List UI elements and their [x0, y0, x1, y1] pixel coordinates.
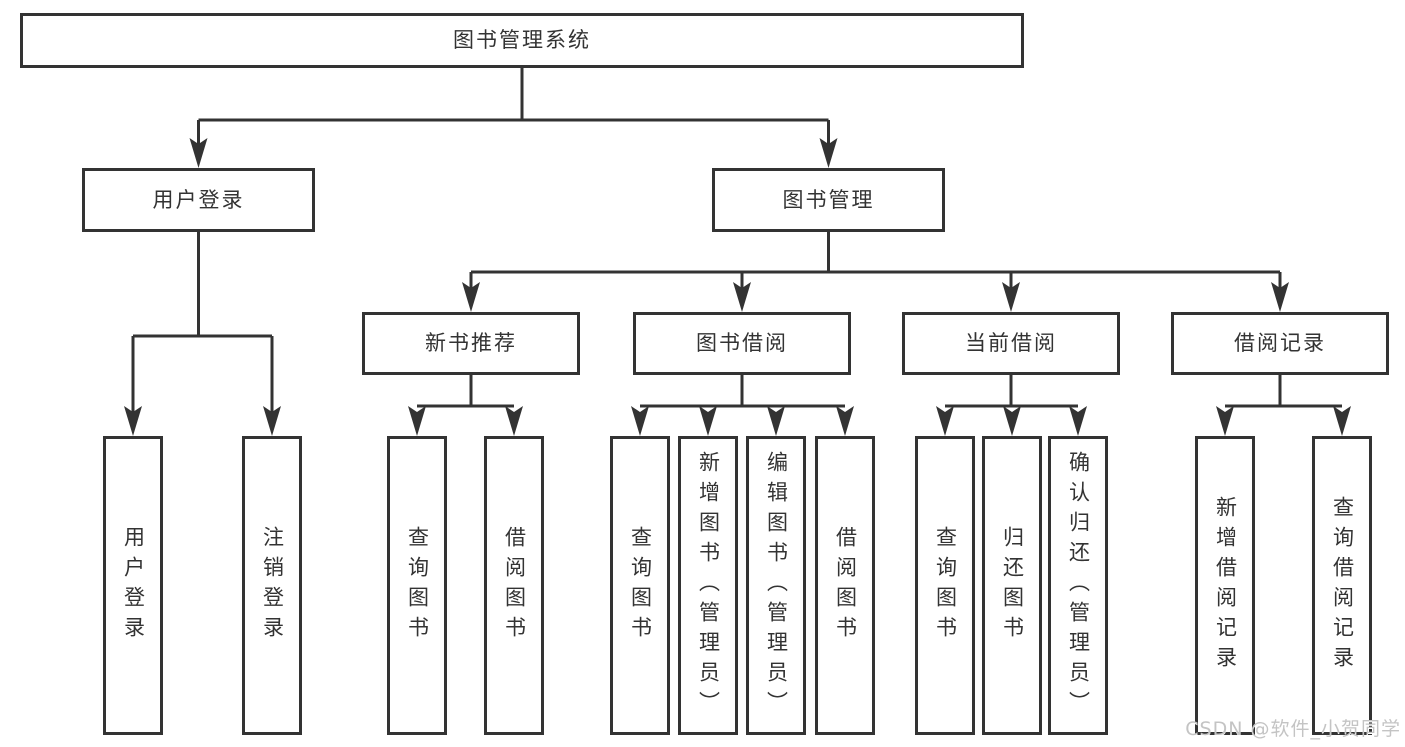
leaf-query-books-borrow-label: 查询图书 — [628, 525, 653, 646]
node-root: 图书管理系统 — [20, 13, 1024, 68]
node-borrow-records: 借阅记录 — [1171, 312, 1389, 375]
leaf-add-book-admin: 新增图书（管理员） — [678, 436, 738, 735]
leaf-add-borrow-record-label: 新增借阅记录 — [1213, 495, 1238, 676]
leaf-user-login-label: 用户登录 — [121, 525, 146, 646]
leaf-return-book-label: 归还图书 — [1000, 525, 1025, 646]
node-book-borrow-label: 图书借阅 — [696, 331, 788, 355]
leaf-user-login: 用户登录 — [103, 436, 163, 735]
node-book-management: 图书管理 — [712, 168, 945, 232]
node-current-borrow-label: 当前借阅 — [965, 331, 1057, 355]
leaf-query-books-borrow: 查询图书 — [610, 436, 670, 735]
leaf-borrow-books-recommend: 借阅图书 — [484, 436, 544, 735]
leaf-query-books-current: 查询图书 — [915, 436, 975, 735]
node-book-borrow: 图书借阅 — [633, 312, 851, 375]
leaf-add-book-admin-label: 新增图书（管理员） — [696, 450, 721, 721]
node-current-borrow: 当前借阅 — [902, 312, 1120, 375]
node-borrow-records-label: 借阅记录 — [1234, 331, 1326, 355]
leaf-borrow-books: 借阅图书 — [815, 436, 875, 735]
csdn-watermark: CSDN @软件_小贺同学 — [1185, 718, 1401, 740]
node-user-login: 用户登录 — [82, 168, 315, 232]
node-user-login-label: 用户登录 — [152, 187, 245, 212]
leaf-confirm-return-admin: 确认归还（管理员） — [1048, 436, 1108, 735]
leaf-query-borrow-record-label: 查询借阅记录 — [1330, 495, 1355, 676]
leaf-borrow-books-recommend-label: 借阅图书 — [502, 525, 527, 646]
leaf-query-books-recommend-label: 查询图书 — [405, 525, 430, 646]
leaf-query-books-current-label: 查询图书 — [933, 525, 958, 646]
leaf-confirm-return-admin-label: 确认归还（管理员） — [1066, 450, 1091, 721]
leaf-query-borrow-record: 查询借阅记录 — [1312, 436, 1372, 735]
leaf-query-books-recommend: 查询图书 — [387, 436, 447, 735]
node-new-book-recommend: 新书推荐 — [362, 312, 580, 375]
leaf-return-book: 归还图书 — [982, 436, 1042, 735]
leaf-logout-label: 注销登录 — [260, 525, 285, 646]
node-new-book-recommend-label: 新书推荐 — [425, 331, 517, 355]
leaf-borrow-books-label: 借阅图书 — [833, 525, 858, 646]
node-root-label: 图书管理系统 — [453, 28, 591, 52]
leaf-edit-book-admin-label: 编辑图书（管理员） — [764, 450, 789, 721]
node-book-management-label: 图书管理 — [782, 187, 875, 212]
leaf-edit-book-admin: 编辑图书（管理员） — [746, 436, 806, 735]
leaf-logout: 注销登录 — [242, 436, 302, 735]
leaf-add-borrow-record: 新增借阅记录 — [1195, 436, 1255, 735]
